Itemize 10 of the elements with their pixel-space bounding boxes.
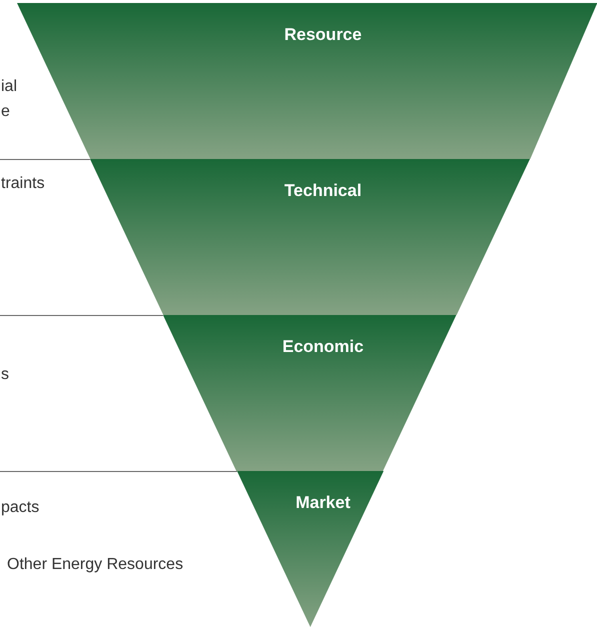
side-text: ial bbox=[1, 78, 18, 96]
band-label: Resource bbox=[283, 25, 363, 45]
side-text: traints bbox=[1, 175, 45, 193]
side-text: Other Energy Resources bbox=[7, 556, 184, 574]
side-text: pacts bbox=[1, 499, 40, 517]
side-text: s bbox=[1, 366, 9, 384]
band-label: Economic bbox=[281, 337, 365, 357]
side-text: e bbox=[1, 103, 10, 121]
band-label: Market bbox=[294, 493, 352, 513]
band-label: Technical bbox=[283, 181, 363, 201]
